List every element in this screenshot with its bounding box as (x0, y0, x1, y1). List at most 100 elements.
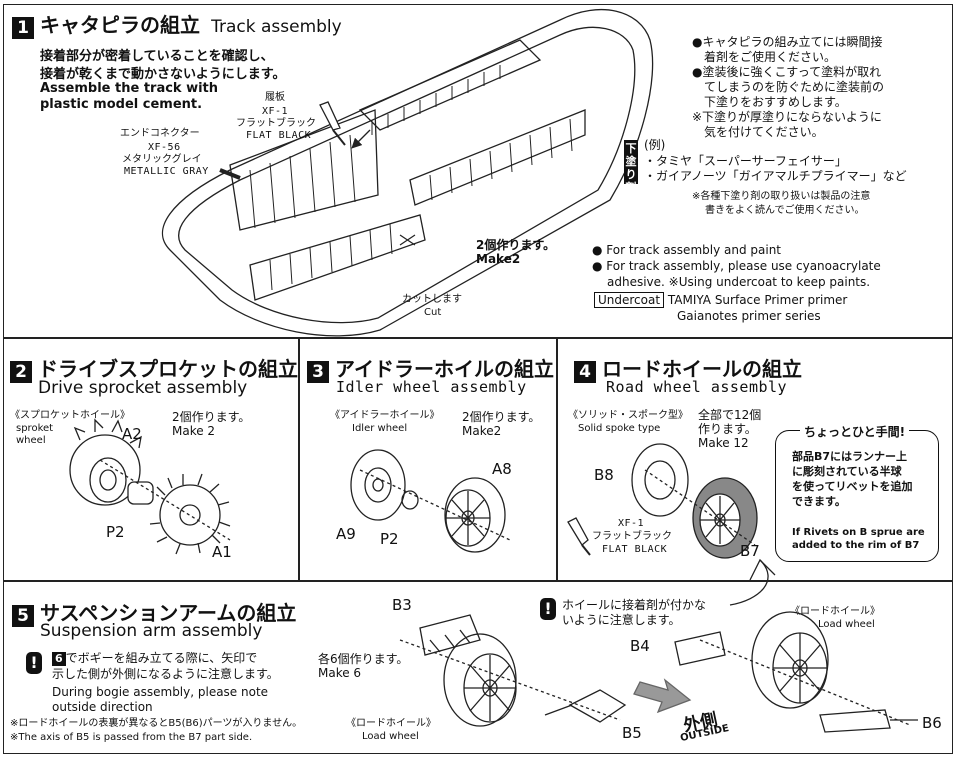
undercoat-line-1: TAMIYA Surface Primer primer (667, 293, 848, 307)
step4-paint-jp: フラットブラック (592, 531, 672, 542)
step2-title-en: Drive sprocket assembly (38, 378, 248, 398)
tip-en-2: added to the rim of B7 (792, 540, 920, 551)
tip-jp-line: に彫刻されている半球 (792, 465, 902, 478)
step2-part-en-1: sproket (16, 423, 54, 434)
tip-jp-line: できます。 (792, 495, 846, 508)
tip-title: ちょっとひと手間! (800, 423, 910, 440)
step3-number: 3 (307, 360, 329, 383)
step2-part-jp: 《スプロケットホイール》 (10, 410, 130, 421)
step1-instr-en-2: plastic model cement. (40, 97, 203, 112)
step1-title-jp: キャタピラの組立 (40, 13, 200, 37)
step1-panel (3, 4, 953, 338)
step1-heading: 1 キャタピラの組立 Track assembly (12, 9, 342, 39)
part-label-a8: A8 (492, 460, 512, 478)
tip-jp-line: 部品B7にはランナー上 (792, 450, 908, 463)
step4-part-en: Solid spoke type (578, 423, 661, 434)
step4-heading: 4 ロードホイールの組立 (574, 353, 802, 383)
step4-make-jp-2: 作ります。 (698, 422, 757, 436)
step3-part-en: Idler wheel (352, 423, 408, 434)
glue-jp-1: ホイールに接着剤が付かな (562, 598, 707, 612)
part-label-a9: A9 (336, 525, 356, 543)
step5-make-en: Make 6 (318, 666, 362, 680)
step1-notes-jp: ●キャタピラの組み立てには瞬間接 着剤をご使用ください。 ●塗装後に強くこすって… (692, 35, 884, 140)
notes-en-1: ● For track assembly and paint (592, 243, 782, 257)
step3-panel (299, 338, 557, 581)
primer-line-1: ・タミヤ「スーパーサーフェイサー」 (644, 154, 847, 168)
note-jp-line: 気を付けてください。 (692, 125, 824, 139)
primer-line-2: ・ガイアノーツ「ガイアマルチプライマー」など (644, 169, 907, 183)
sprocket-drawing (69, 418, 231, 555)
primer-example: (例) (644, 138, 666, 152)
step3-title-en: Idler wheel assembly (336, 378, 527, 396)
outside-arrow (633, 678, 692, 714)
track-segments-upper (229, 39, 586, 301)
warn-jp-text: でボギーを組み立てる際に、矢印で (65, 651, 258, 665)
notes-en-2: ● For track assembly, please use cyanoac… (592, 259, 881, 273)
step5-foot-jp: ※ロードホイールの表裏が異なるとB5(B6)パーツが入りません。 (10, 718, 303, 729)
step1-make-en: Make2 (476, 252, 521, 266)
cut-label-en: Cut (424, 307, 442, 318)
idler-drawing (350, 449, 511, 553)
roadwheel-drawing (567, 443, 758, 559)
step4-make-en: Make 12 (698, 436, 749, 450)
step5-number: 5 (12, 604, 34, 627)
part-label-a2: A2 (122, 425, 142, 443)
step5-warn-en-2: outside direction (52, 700, 153, 714)
step5-load-en: Load wheel (362, 731, 419, 742)
note-jp-line: 着剤をご使用ください。 (692, 50, 837, 64)
step2-make-jp: 2個作ります。 (172, 410, 251, 424)
paint2-name-jp: メタリックグレイ (122, 154, 202, 165)
warning-icon: ! (26, 652, 42, 674)
step4-paint-en: FLAT BLACK (602, 544, 668, 555)
note-jp-line: ●キャタピラの組み立てには瞬間接 (692, 35, 883, 49)
primer-tag: 下塗り剤 (624, 140, 638, 194)
step4-title-en: Road wheel assembly (606, 378, 788, 396)
note-jp-line: ※下塗りが厚塗りにならないように (692, 110, 882, 124)
step2-panel (3, 338, 299, 581)
paint1-code: XF-1 (262, 106, 289, 117)
part-label-b6: B6 (922, 714, 942, 732)
step4-title-jp: ロードホイールの組立 (602, 357, 802, 381)
paint2-code: XF-56 (148, 142, 181, 153)
glue-warning: ! (540, 598, 556, 620)
part-label-b7: B7 (740, 542, 760, 560)
paint1-label-jp: 履板 (265, 92, 285, 103)
step5-warning: ! (26, 652, 42, 674)
step1-instr-jp-2: 接着が乾くまで動かさないようにします。 (40, 67, 286, 82)
step3-heading: 3 アイドラーホイルの組立 (307, 353, 554, 383)
track-loop (161, 8, 654, 337)
primer-note-2: 書きをよく読んでご使用ください。 (705, 205, 865, 216)
note-jp-line: ●塗装後に強くこすって塗料が取れ (692, 65, 882, 79)
suspension-drawing (399, 611, 918, 733)
step5-foot-en: ※The axis of B5 is passed from the B7 pa… (10, 732, 253, 743)
step1-instr-jp-1: 接着部分が密着していることを確認し、 (40, 49, 274, 64)
tip-bubble (775, 430, 939, 562)
part-label-b3: B3 (392, 596, 412, 614)
step1-number: 1 (12, 16, 34, 39)
tip-jp-line: を使ってリベットを追加 (792, 480, 913, 493)
step5-warn-en-1: During bogie assembly, please note (52, 685, 269, 699)
step3-make-jp: 2個作ります。 (462, 410, 541, 424)
step3-title-jp: アイドラーホイルの組立 (335, 357, 554, 381)
paint1-name-en: FLAT BLACK (246, 130, 312, 141)
note-jp-line: てしまうのを防ぐために塗装前の (692, 80, 885, 94)
warning-icon-2: ! (540, 598, 556, 620)
tip-en-1: If Rivets on B sprue are (792, 527, 925, 538)
step2-title-jp: ドライブスプロケットの組立 (38, 357, 298, 381)
glue-jp-2: いように注意します。 (562, 613, 681, 627)
step5-make-jp: 各6個作ります。 (318, 652, 409, 666)
primer-note-1: ※各種下塗り剤の取り扱いは製品の注意 (692, 191, 871, 202)
step3-part-jp: 《アイドラーホイール》 (330, 410, 440, 421)
step4-make-jp-1: 全部で12個 (698, 408, 762, 422)
paint2-label: エンドコネクター (120, 128, 200, 139)
step2-part-en-2: wheel (16, 435, 46, 446)
step5-load2-en: Load wheel (818, 619, 875, 630)
step5-load-jp: 《ロードホイール》 (346, 718, 436, 729)
step4-number: 4 (574, 360, 596, 383)
step4-part-jp: 《ソリッド・スポーク型》 (568, 410, 688, 421)
tip-jp: 部品B7にはランナー上 に彫刻されている半球 を使ってリベットを追加 できます。 (792, 449, 912, 509)
step1-title-en: Track assembly (211, 17, 342, 37)
step1-instr-en-1: Assemble the track with (40, 81, 219, 96)
step5-title-jp: サスペンションアームの組立 (40, 601, 297, 625)
